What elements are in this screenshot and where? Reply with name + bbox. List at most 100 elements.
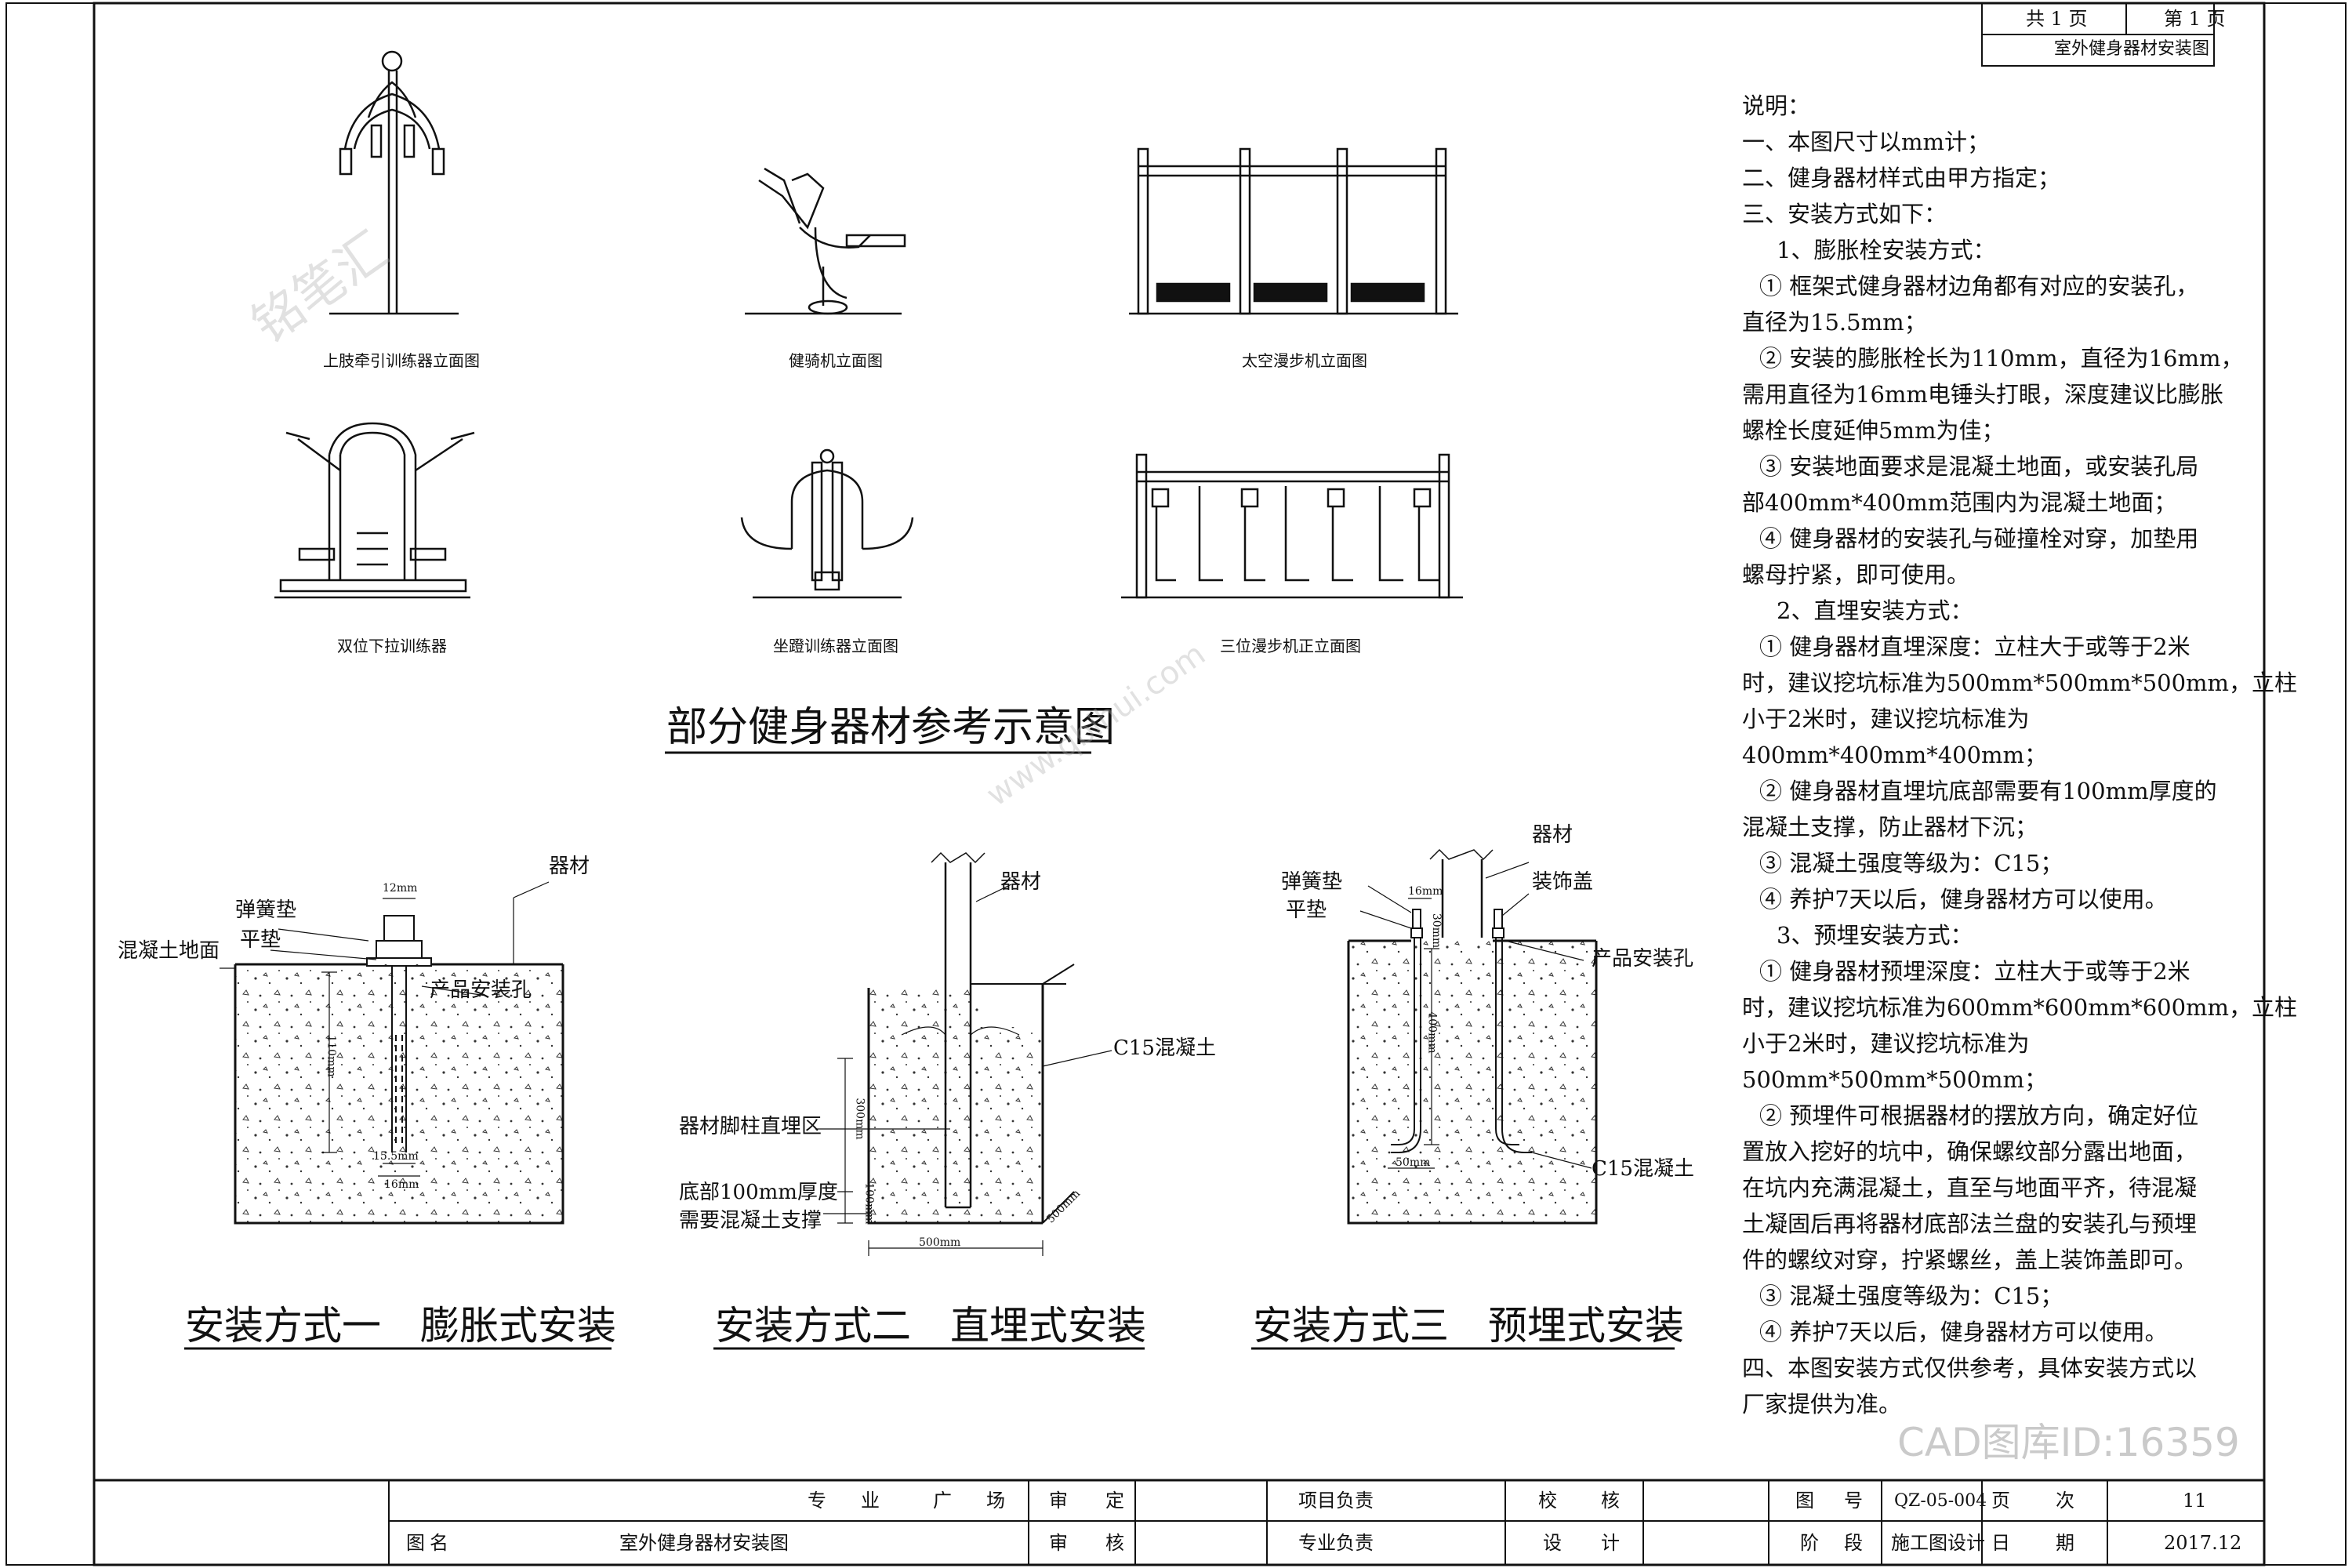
m3-flat-washer-label: 平垫 [1286,898,1327,922]
tb-r1-c8: 核 [1601,1490,1620,1512]
note-line: 500mm*500mm*500mm； [1742,1066,2048,1093]
note-line: ④ 养护7天以后，健身器材方可以使用。 [1759,886,2168,913]
tb-r1-c13: 次 [2056,1490,2074,1512]
note-line: 混凝土支撑，防止器材下沉； [1742,814,2038,840]
m1-dim-15-5: 15.5mm [373,1150,419,1163]
figure-triple-walker [1121,453,1463,599]
m3-cover-label: 装饰盖 [1532,870,1594,894]
tb-r2-c4: 核 [1105,1532,1124,1554]
figure-upper-limb-trainer [329,50,459,315]
bottom-title-block [94,1479,2264,1565]
m1-flat-washer-label: 平垫 [240,928,281,952]
note-line: 1、膨胀栓安装方式： [1777,237,1996,263]
caption-space-walker: 太空漫步机立面图 [1242,351,1367,370]
m2-dim-300: 300mm [853,1098,866,1140]
tb-r2-c9: 段 [1844,1532,1863,1554]
m3-c15-label: C15混凝土 [1592,1157,1694,1181]
tb-r1-c6: 项目负责 [1298,1490,1374,1512]
caption-rider-machine: 健骑机立面图 [789,351,883,370]
note-line: 400mm*400mm*400mm； [1742,742,2048,768]
m2-dim-500-a: 500mm [919,1236,961,1249]
tb-r1-c0: 专 [808,1490,826,1512]
tb-date: 2017.12 [2164,1532,2242,1554]
note-line: ③ 混凝土强度等级为：C15； [1759,850,2063,877]
note-line: ① 健身器材预埋深度：立柱大于或等于2米 [1759,958,2190,985]
tb-r1-c3: 场 [986,1490,1005,1512]
m3-dim-30: 30mm [1430,913,1443,949]
note-line: 四、本图安装方式仅供参考，具体安装方式以 [1742,1355,2198,1381]
m3-equipment-label: 器材 [1532,823,1573,847]
method3-title: 安装方式三 预埋式安装 [1253,1303,1684,1348]
top-title-box [1981,2,2215,67]
caption-seated-press: 坐蹬训练器立面图 [773,637,898,655]
tb-r2-c3: 审 [1049,1532,1068,1554]
note-line: 需用直径为16mm电锤头打眼，深度建议比膨胀 [1742,381,2223,408]
total-pages: 共 1 页 [2026,8,2088,30]
note-line: 土凝固后再将器材底部法兰盘的安装孔与预埋 [1742,1210,2198,1237]
caption-triple-walker: 三位漫步机正立面图 [1220,637,1361,655]
tb-r2-c0: 图 [406,1532,425,1554]
m3-install-hole-label: 产品安装孔 [1592,947,1694,971]
tb-page-count: 11 [2183,1490,2207,1512]
tb-r2-c6: 设 [1543,1532,1562,1554]
page-number: 第 1 页 [2164,8,2226,30]
note-line: 3、预埋安装方式： [1777,922,1973,949]
tb-r1-c1: 业 [861,1490,880,1512]
note-line: 件的螺纹对穿，拧紧螺丝，盖上装饰盖即可。 [1742,1247,2198,1273]
note-line: 时，建议挖坑标准为600mm*600mm*600mm，立柱 [1742,994,2298,1021]
m3-spring-washer-label: 弹簧垫 [1281,870,1343,894]
m1-spring-washer-label: 弹簧垫 [235,898,297,922]
note-line: 三、安装方式如下： [1742,201,1947,227]
m1-equipment-label: 器材 [549,855,590,878]
tb-r1-c5: 定 [1105,1490,1124,1512]
m3-dim-400: 400mm [1425,1011,1439,1054]
note-line: ④ 健身器材的安装孔与碰撞栓对穿，加垫用 [1759,525,2199,552]
tb-r2-c8: 阶 [1800,1532,1819,1554]
tb-r2-c5: 专业负责 [1298,1532,1374,1554]
inner-frame [93,2,2266,1566]
m1-install-hole-label: 产品安装孔 [430,978,532,1002]
reference-title: 部分健身器材参考示意图 [666,704,1116,751]
m1-dim-16: 16mm [384,1178,419,1191]
tb-r1-c10: 号 [1844,1490,1863,1512]
m2-equipment-label: 器材 [1000,870,1042,894]
figure-double-pulldown [274,422,475,599]
tb-drawing-number: QZ-05-004 [1894,1491,1987,1511]
note-line: 小于2米时，建议挖坑标准为 [1742,1030,2030,1057]
m2-dim-100: 100mm [862,1182,876,1225]
note-line: 说明： [1742,93,1811,119]
tb-r1-c12: 页 [1991,1490,2010,1512]
note-line: ① 框架式健身器材边角都有对应的安装孔， [1759,273,2199,299]
method1-section [184,881,612,1350]
figure-space-walker [1129,147,1458,315]
note-line: 直径为15.5mm； [1742,309,1927,336]
note-line: 在坑内充满混凝土，直至与地面平齐，待混凝 [1742,1174,2198,1201]
tb-stage: 施工图设计 [1891,1532,1985,1554]
tb-r2-c7: 计 [1601,1532,1620,1554]
note-line: 置放入挖好的坑中，确保螺纹部分露出地面， [1742,1138,2198,1165]
tb-r2-c1: 名 [430,1532,448,1554]
m3-dim-16: 16mm [1408,885,1443,898]
note-line: ④ 养护7天以后，健身器材方可以使用。 [1759,1319,2168,1345]
method2-section [713,851,1145,1350]
note-line: ③ 安装地面要求是混凝土地面，或安装孔局 [1759,453,2199,480]
m1-dim-110: 110mm [325,1035,338,1077]
note-line: 部400mm*400mm范围内为混凝土地面； [1742,489,2177,516]
m2-c15-label: C15混凝土 [1113,1036,1216,1060]
m2-concrete-support-label: 需要混凝土支撑 [679,1209,822,1232]
note-line: ③ 混凝土强度等级为：C15； [1759,1283,2063,1309]
note-line: 二、健身器材样式由甲方指定； [1742,165,2061,191]
caption-double-pulldown: 双位下拉训练器 [337,637,447,655]
note-line: ② 健身器材直埋坑底部需要有100mm厚度的 [1759,778,2217,804]
note-line: 时，建议挖坑标准为500mm*500mm*500mm，立柱 [1742,670,2298,696]
method1-title: 安装方式一 膨胀式安装 [185,1303,616,1348]
tb-r1-c7: 校 [1538,1490,1557,1512]
note-line: 一、本图尺寸以mm计； [1742,129,1990,155]
figure-rider-machine [745,167,906,315]
tb-r1-c2: 广 [933,1490,952,1512]
caption-upper-limb-trainer: 上肢牵引训练器立面图 [323,351,480,370]
tb-r1-c9: 图 [1795,1490,1814,1512]
m3-dim-50: 50mm [1396,1156,1431,1169]
tb-r2-c12: 期 [2056,1532,2074,1554]
method3-section [1251,848,1675,1350]
